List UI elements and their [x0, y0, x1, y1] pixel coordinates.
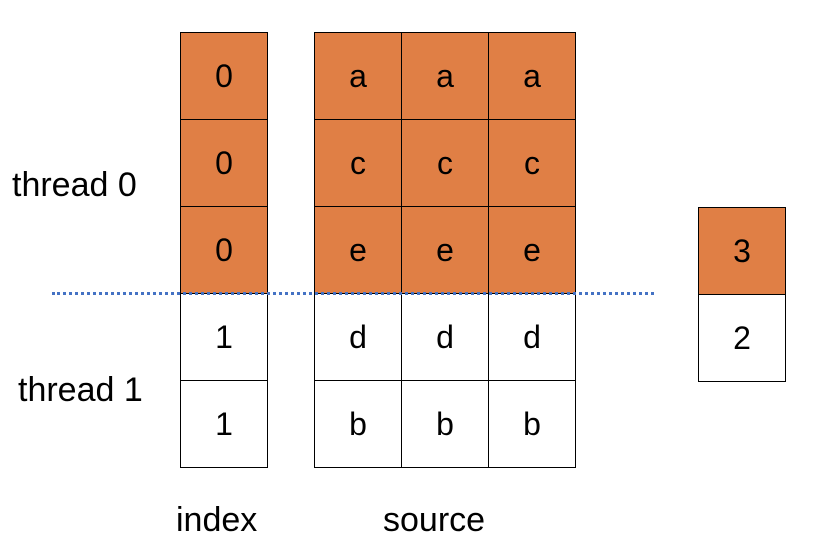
- source-cell: b: [401, 380, 489, 468]
- source-cell: a: [401, 32, 489, 120]
- source-cell: e: [314, 206, 402, 294]
- source-cell: a: [314, 32, 402, 120]
- source-cell: a: [488, 32, 576, 120]
- thread-0-label: thread 0: [12, 166, 137, 204]
- index-cell: 0: [180, 119, 268, 207]
- source-cell: d: [401, 293, 489, 381]
- index-cell: 1: [180, 293, 268, 381]
- thread-divider-line: [52, 292, 654, 295]
- source-cell: c: [401, 119, 489, 207]
- source-cell: e: [401, 206, 489, 294]
- source-cell: b: [314, 380, 402, 468]
- source-cell: d: [314, 293, 402, 381]
- index-cell: 0: [180, 32, 268, 120]
- source-label: source: [383, 501, 486, 539]
- source-cell: d: [488, 293, 576, 381]
- count-cell: 3: [698, 207, 786, 295]
- count-cell: 2: [698, 294, 786, 382]
- thread-1-label: thread 1: [18, 371, 143, 409]
- source-cell: b: [488, 380, 576, 468]
- source-cell: c: [314, 119, 402, 207]
- source-cell: c: [488, 119, 576, 207]
- index-cell: 0: [180, 206, 268, 294]
- index-cell: 1: [180, 380, 268, 468]
- source-cell: e: [488, 206, 576, 294]
- index-label: index: [176, 501, 258, 539]
